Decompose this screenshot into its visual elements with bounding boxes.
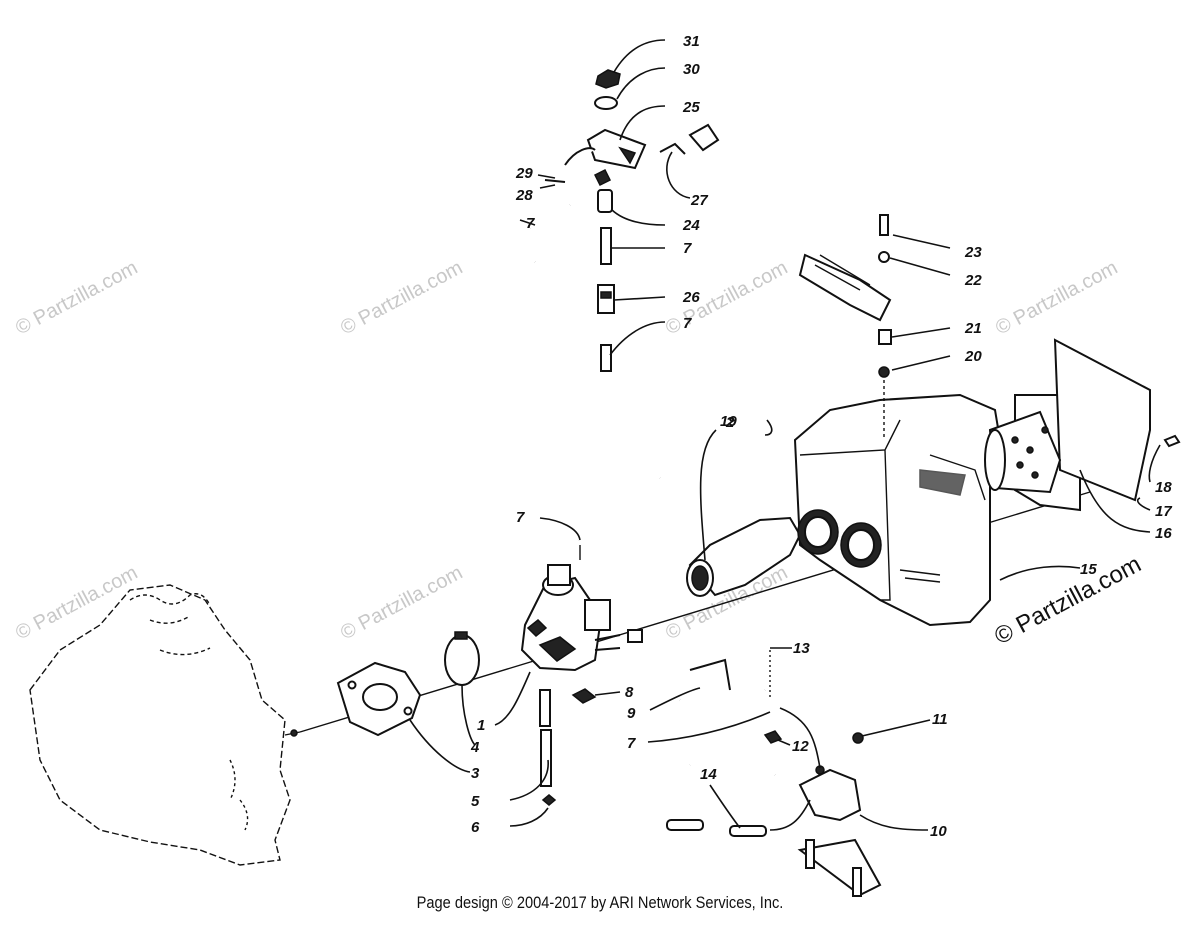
watermark: © Partzilla.com (662, 257, 791, 340)
callout-label: 24 (682, 217, 700, 234)
callout-label: 14 (700, 766, 717, 783)
intake-flange (336, 661, 422, 737)
carburetor (520, 545, 643, 672)
callout-label: 26 (682, 289, 700, 306)
copyright-footer: Page design © 2004-2017 by ARI Network S… (416, 893, 784, 912)
watermark: © Partzilla.com (337, 562, 466, 645)
watermark: © Partzilla.com (992, 257, 1121, 340)
hose-clamp (444, 631, 480, 686)
callout-label: 7 (516, 509, 525, 526)
callout-label: 5 (471, 793, 480, 810)
callout-label: 4 (470, 739, 480, 756)
leader-lines (409, 39, 1161, 831)
callout-label: 12 (792, 738, 809, 755)
callout-label: 3 (471, 765, 480, 782)
callout-label: 11 (932, 711, 948, 728)
watermark: © Partzilla.com (12, 562, 141, 645)
air-silencer-box (793, 393, 1002, 627)
callout-label: 30 (683, 61, 700, 78)
callout-labels: 31 30 25 29 28 27 24 7 7 26 7 23 22 21 2… (470, 33, 1172, 840)
callout-label: 7 (526, 215, 535, 232)
callout-label: 31 (683, 33, 700, 50)
callout-label: 27 (690, 192, 708, 209)
callout-label: 28 (515, 187, 533, 204)
watermark: © Partzilla.com (337, 257, 466, 340)
callout-label: 20 (964, 348, 982, 365)
callout-label: 10 (930, 823, 947, 840)
throttle-cable-switch (798, 214, 892, 438)
callout-label: 7 (683, 240, 692, 257)
callout-label: 7 (683, 315, 692, 332)
callout-label: 29 (515, 165, 533, 182)
callout-label: 22 (964, 272, 982, 289)
callout-label: 19 (720, 413, 737, 430)
callout-label: 2 (725, 414, 735, 431)
callout-label: 1 (477, 717, 485, 734)
callout-label: 8 (625, 684, 634, 701)
watermark-prominent: © Partzilla.com (990, 551, 1145, 651)
callout-label: 16 (1155, 525, 1172, 542)
fuel-pump-assembly (539, 650, 882, 897)
callout-label: 13 (793, 640, 810, 657)
watermark: © Partzilla.com (12, 257, 141, 340)
callout-label: 17 (1155, 503, 1172, 520)
silencer-screen-assembly (984, 338, 1181, 512)
callout-label: 9 (627, 705, 636, 722)
callout-label: 23 (964, 244, 982, 261)
callout-label: 21 (964, 320, 982, 337)
callout-label: 7 (627, 735, 636, 752)
fuel-valve-bracket-assembly (521, 69, 720, 372)
callout-label: 18 (1155, 479, 1172, 496)
intake-boot (686, 516, 802, 597)
callout-label: 25 (682, 99, 700, 116)
callout-label: 6 (471, 819, 480, 836)
engine-block (29, 584, 301, 866)
callout-label: 15 (1080, 561, 1097, 578)
